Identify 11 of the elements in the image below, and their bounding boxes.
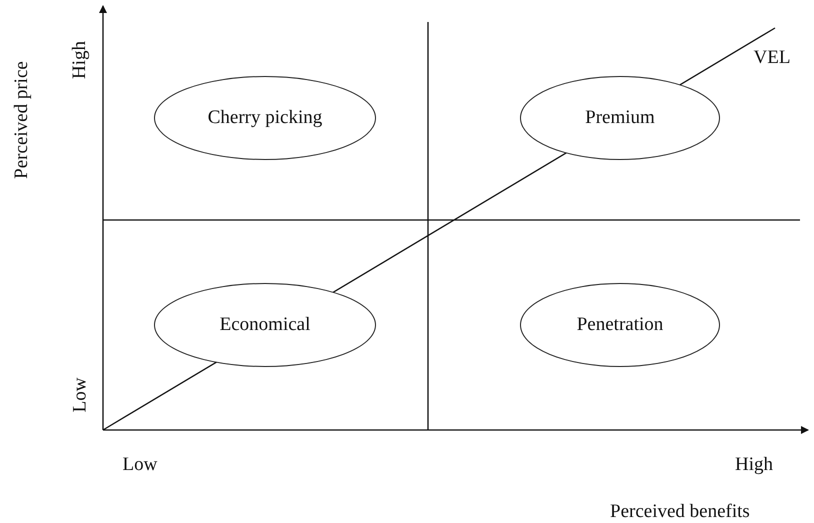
node-label: Premium — [585, 107, 655, 129]
axis-tick-label: High — [69, 41, 91, 79]
node-label: Cherry picking — [208, 107, 322, 129]
node-label: Penetration — [576, 314, 664, 336]
axis-tick-label: Low — [68, 378, 91, 412]
axis-tick-label: Low — [122, 454, 158, 476]
axis-tick-label: High — [735, 454, 773, 476]
axis-title: Perceived benefits — [610, 501, 750, 523]
line-label: VEL — [754, 47, 790, 69]
axis-title: Perceived price — [10, 61, 33, 179]
node-label: Economical — [220, 314, 310, 336]
